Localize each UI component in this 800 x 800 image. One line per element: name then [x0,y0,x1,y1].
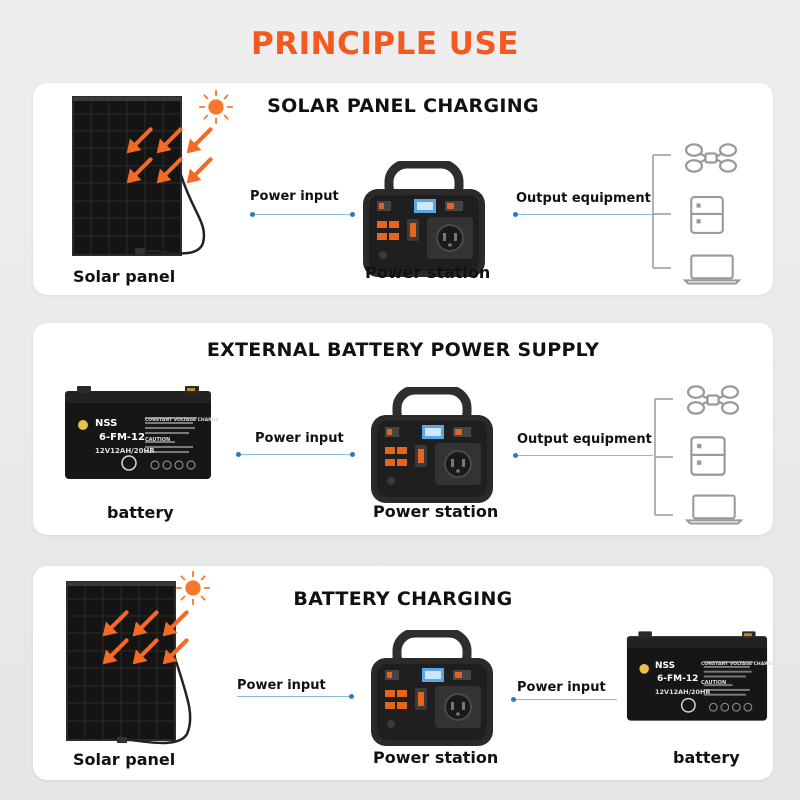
power-station-image [367,387,497,507]
sun-ray-arrow-icon [185,127,213,155]
sun-ray-arrow-icon [125,127,153,155]
sun-ray-arrow-icon [155,127,183,155]
power-station-image [367,630,497,750]
link-left-label: Power input [255,431,344,446]
sun-ray-arrow-icon [131,610,159,638]
battery-spec: 12V12AH/20HR [655,688,711,696]
link-right-end-dot [513,453,518,458]
link-right-end-dot [511,697,516,702]
battery-brand: NSS [95,418,118,429]
center-label: Power station [373,748,499,767]
output-branch [652,154,671,269]
link-right-label: Output equipment [516,191,651,206]
sun-ray-arrow-icon [101,610,129,638]
sun-icon [198,89,234,125]
center-label: Power station [365,263,491,282]
link-right-label: Power input [517,680,606,695]
section-battery-charging: BATTERY CHARGING Solar panel Power input… [33,566,775,780]
link-left-end-dot [350,212,355,217]
section-title: BATTERY CHARGING [293,588,513,610]
target-label: battery [673,748,740,767]
sun-ray-arrow-icon [161,638,189,666]
source-label: battery [107,503,174,522]
link-left-line [252,214,352,215]
link-left-end-dot [349,694,354,699]
source-label: Solar panel [73,267,176,286]
link-right-end-dot [513,212,518,217]
battery-header: CONSTANT VOLTAGE CHARGE [701,662,775,667]
fridge-icon [690,436,726,476]
main-title: PRINCIPLE USE [251,26,519,62]
drone-icon [684,143,738,173]
fridge-icon [690,196,724,234]
link-right-line [515,455,653,456]
drone-icon [686,385,740,415]
battery-model: 6-FM-12 [657,674,699,684]
source-label: Solar panel [73,750,176,769]
link-right-line [513,699,617,700]
panel-cable [117,657,192,745]
battery-caution: CAUTION [701,680,727,686]
sun-ray-arrow-icon [161,610,189,638]
link-right-line [515,214,653,215]
link-left-end-dot [350,452,355,457]
section-title: EXTERNAL BATTERY POWER SUPPLY [206,339,600,361]
link-left-line [238,454,352,455]
section-title: SOLAR PANEL CHARGING [267,95,539,117]
battery-caution: CAUTION [145,437,171,443]
laptop-icon [684,254,740,285]
link-left-label: Power input [237,678,326,693]
sun-ray-arrow-icon [131,638,159,666]
link-left-end-dot [250,212,255,217]
center-label: Power station [373,502,499,521]
link-left-line [237,696,351,697]
sun-icon [175,570,211,606]
battery-header: CONSTANT VOLTAGE CHARGE [145,418,219,423]
sun-ray-arrow-icon [125,157,153,185]
battery-model: 6-FM-12 [99,432,145,443]
battery-spec: 12V12AH/20HR [95,447,155,455]
output-branch [654,398,673,516]
sun-ray-arrow-icon [185,157,213,185]
link-left-end-dot [236,452,241,457]
laptop-icon [686,494,742,525]
link-left-label: Power input [250,189,339,204]
sun-ray-arrow-icon [101,638,129,666]
section-external-battery-power-supply: EXTERNAL BATTERY POWER SUPPLY NSS 6-FM-1… [33,323,773,535]
section-solar-panel-charging: SOLAR PANEL CHARGING Solar panel Power i… [33,83,773,295]
battery-brand: NSS [655,661,676,671]
panel-cable [135,174,206,255]
sun-ray-arrow-icon [155,157,183,185]
link-right-label: Output equipment [517,432,652,447]
